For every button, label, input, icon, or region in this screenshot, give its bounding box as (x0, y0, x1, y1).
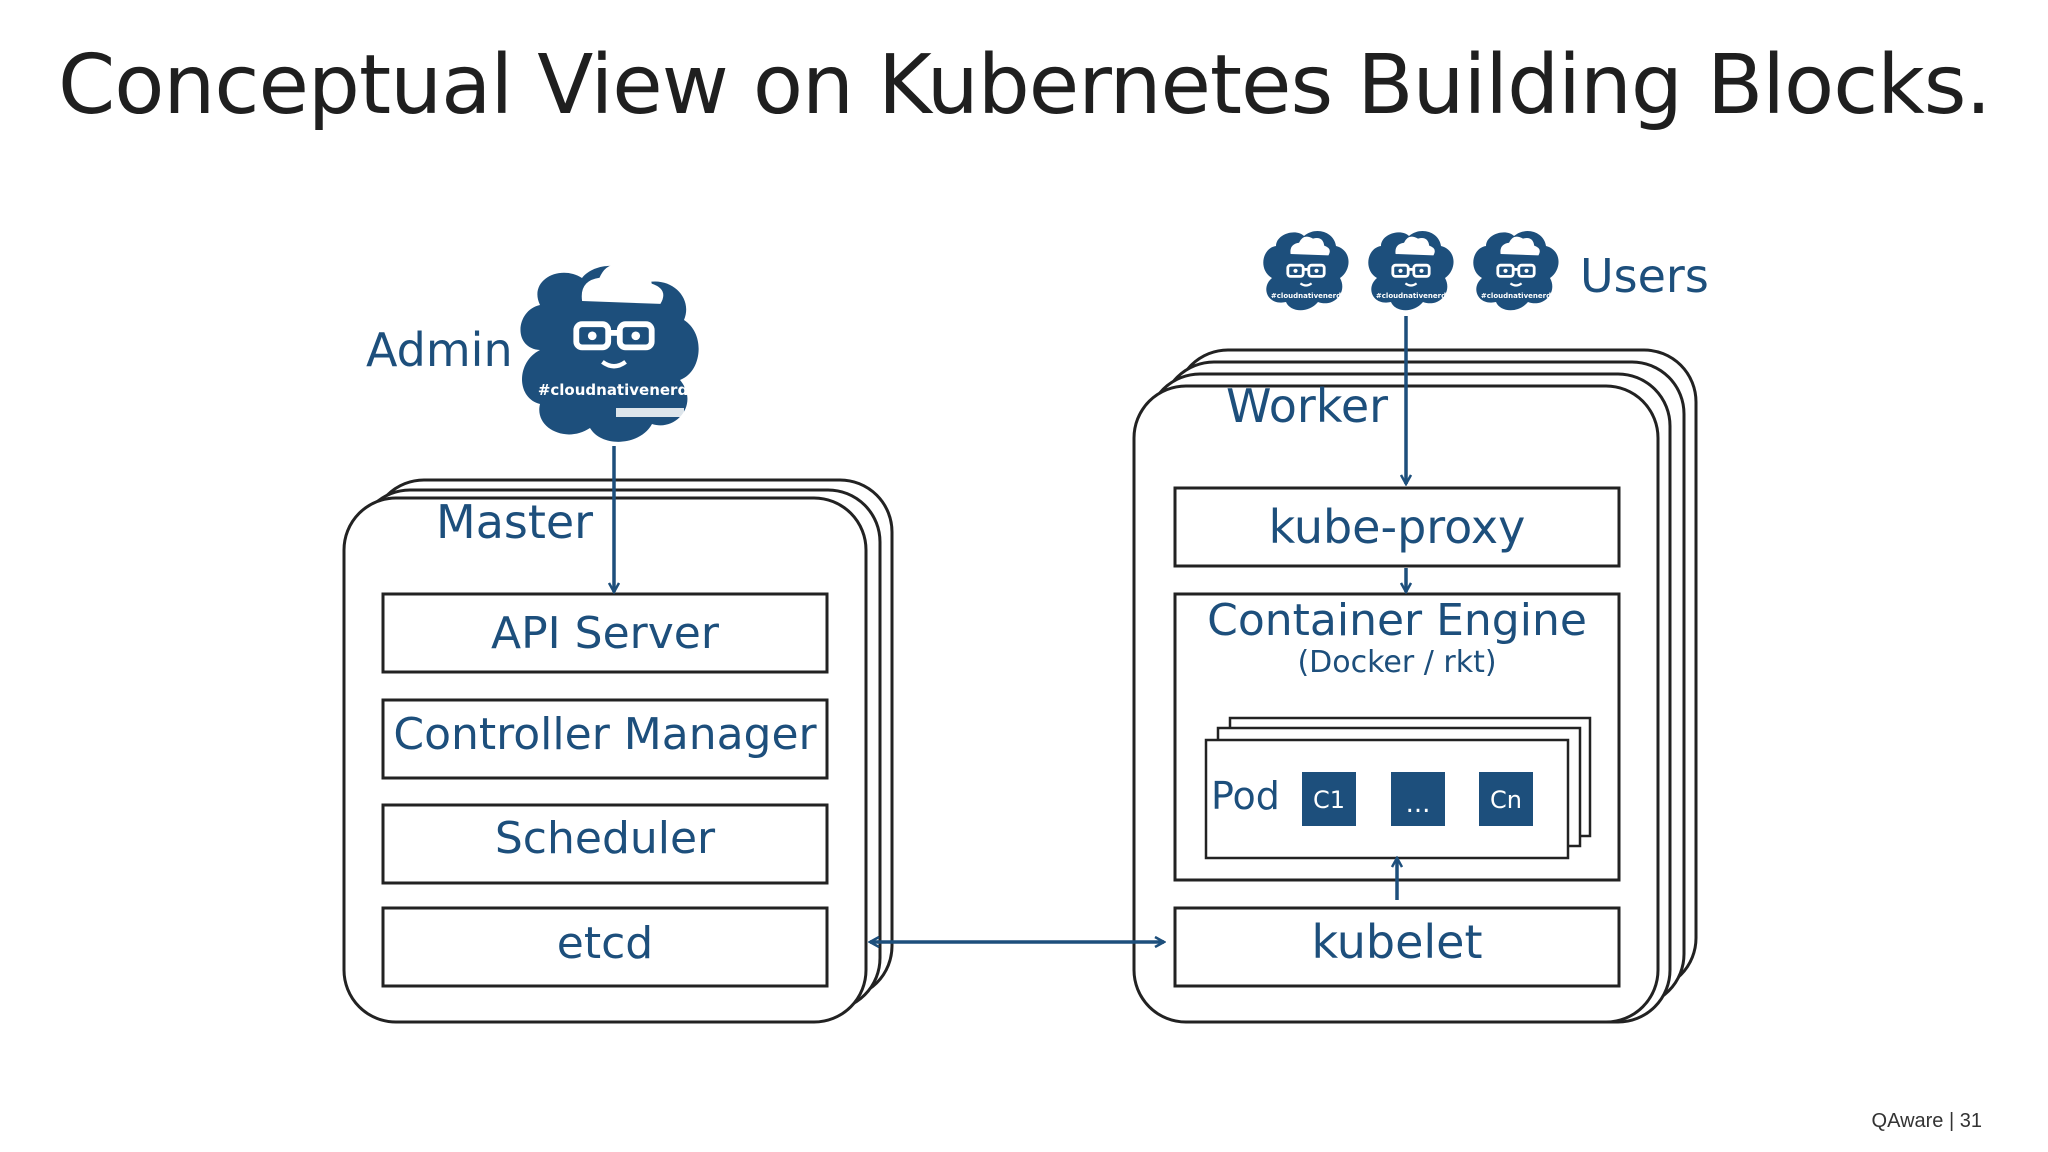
container-engine-title: Container Engine (1207, 595, 1587, 646)
container-c1 (1302, 772, 1356, 826)
controller-manager-label: Controller Manager (393, 709, 817, 760)
slide-title: Conceptual View on Kubernetes Building B… (58, 38, 1992, 133)
users-label: Users (1580, 249, 1709, 303)
api-server-label: API Server (491, 608, 720, 659)
container-ellipsis-label: ... (1406, 789, 1431, 819)
pod-label: Pod (1211, 774, 1280, 818)
kube-proxy-box (1173, 486, 1621, 568)
user-badge-text: #cloudnativenerd (1376, 292, 1446, 300)
container-engine-subtitle: (Docker / rkt) (1297, 645, 1496, 680)
worker-label: Worker (1226, 379, 1388, 433)
scheduler-box (381, 803, 829, 885)
container-ellipsis (1391, 772, 1445, 826)
etcd-label: etcd (557, 918, 653, 969)
user-avatar: #cloudnativenerd (1473, 231, 1559, 311)
etcd-box (381, 906, 829, 988)
kubelet-label: kubelet (1312, 915, 1483, 969)
users-avatars: #cloudnativenerd #cloudnativenerd #cloud… (1263, 231, 1559, 311)
admin-label: Admin (366, 323, 513, 377)
slide-footer: QAware | 31 (1871, 1110, 1982, 1132)
user-avatar: #cloudnativenerd (1263, 231, 1349, 311)
container-cn-label: Cn (1490, 786, 1522, 814)
user-badge-text: #cloudnativenerd (1481, 292, 1551, 300)
user-avatar: #cloudnativenerd (1368, 231, 1454, 311)
user-badge-text: #cloudnativenerd (1271, 292, 1341, 300)
api-server-box (381, 592, 829, 674)
master-label: Master (436, 495, 593, 549)
admin-avatar: #cloudnativenerd (520, 265, 699, 442)
controller-manager-box (381, 698, 829, 780)
container-c1-label: C1 (1313, 786, 1345, 814)
kube-proxy-label: kube-proxy (1269, 500, 1526, 554)
admin-badge-text: #cloudnativenerd (538, 381, 688, 399)
container-cn (1479, 772, 1533, 826)
kubelet-box (1173, 906, 1621, 988)
scheduler-label: Scheduler (495, 813, 716, 864)
